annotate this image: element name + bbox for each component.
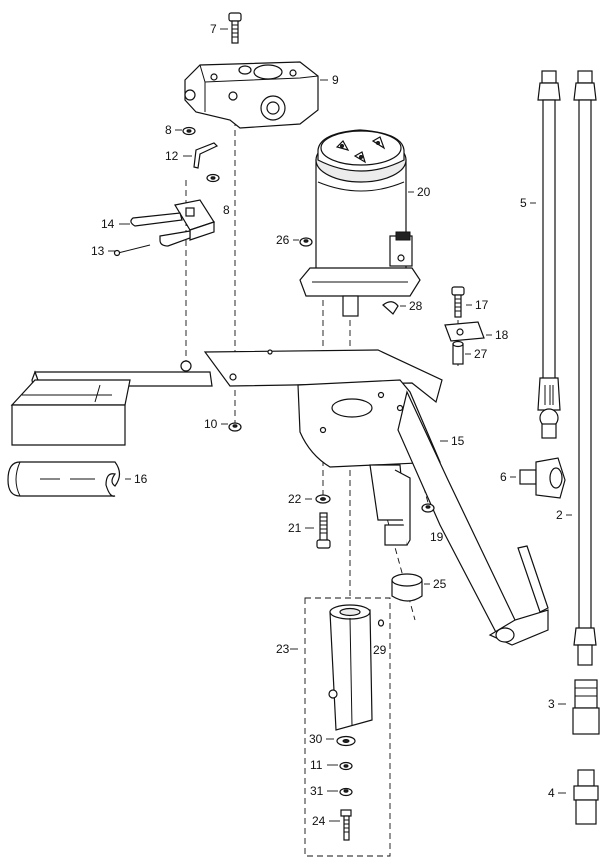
support-plate [180, 349, 443, 404]
nut-part-26 [299, 237, 313, 247]
callout-11: 11 [310, 758, 323, 772]
nut-part-10 [228, 422, 242, 432]
washer-part-8-upper [182, 126, 196, 136]
callout-26: 26 [276, 233, 290, 247]
spacer-part-27 [452, 340, 464, 365]
callout-24: 24 [312, 814, 326, 828]
callout-10: 10 [204, 417, 218, 431]
callout-17: 17 [475, 298, 489, 312]
hose-part-5 [537, 70, 561, 439]
coupler-part-3 [572, 679, 600, 735]
callout-14: 14 [101, 217, 115, 231]
bushing-part-25 [391, 573, 423, 602]
motor-part-20 [299, 129, 421, 317]
washer-part-22 [315, 494, 331, 504]
washer-part-8-lower [206, 173, 220, 183]
callout-12: 12 [165, 149, 179, 163]
callout-2: 2 [556, 508, 563, 522]
callout-13: 13 [91, 244, 105, 258]
elbow-part-6 [519, 457, 566, 499]
callout-3: 3 [548, 697, 555, 711]
link-part-12 [193, 142, 219, 169]
callout-25: 25 [433, 577, 447, 591]
callout-29: 29 [373, 643, 387, 657]
hose-part-2 [573, 70, 597, 666]
callout-27: 27 [474, 347, 488, 361]
callout-31: 31 [310, 784, 324, 798]
nut-part-19 [421, 503, 435, 513]
callout-16: 16 [134, 472, 148, 486]
foot-pedal [10, 379, 131, 446]
bolt-part-17 [451, 286, 465, 318]
callout-9: 9 [332, 73, 339, 87]
handle-part-14 [130, 199, 215, 247]
bolt-part-21 [316, 512, 331, 549]
bolt-part-7 [228, 12, 242, 44]
pin-part-13 [113, 244, 151, 257]
callout-19: 19 [430, 530, 444, 544]
callout-4: 4 [548, 786, 555, 800]
nipple-part-4 [573, 769, 599, 825]
valve-block-part-9 [184, 61, 319, 129]
callout-23: 23 [276, 642, 290, 656]
key-part-28 [382, 301, 399, 315]
grip-part-16 [7, 461, 121, 497]
clip-part-18 [444, 321, 485, 342]
callout-28: 28 [409, 299, 423, 313]
callout-8-upper: 8 [165, 123, 172, 137]
callout-6: 6 [500, 470, 507, 484]
kit-box-part-23 [304, 597, 391, 857]
callout-21: 21 [288, 521, 302, 535]
callout-30: 30 [309, 732, 323, 746]
callout-18: 18 [495, 328, 509, 342]
callout-labels: 7 9 8 12 8 14 13 20 26 28 17 18 27 15 10… [91, 22, 563, 828]
callout-leaders [108, 28, 572, 822]
callout-22: 22 [288, 492, 302, 506]
callout-15: 15 [451, 434, 465, 448]
callout-5: 5 [520, 196, 527, 210]
frame-tube [369, 390, 549, 646]
callout-20: 20 [417, 185, 431, 199]
callout-7: 7 [210, 22, 217, 36]
callout-8-lower: 8 [223, 203, 230, 217]
